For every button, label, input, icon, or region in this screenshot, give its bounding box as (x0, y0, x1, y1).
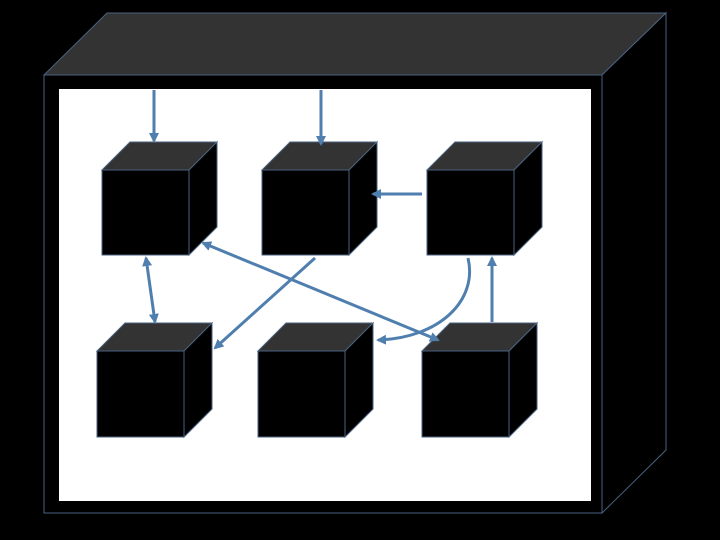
node-2-cube (260, 140, 379, 257)
node-6-cube (420, 321, 539, 439)
node-5-front-face (257, 350, 346, 438)
node-4-front-face (96, 350, 185, 438)
node-3-cube (425, 140, 544, 257)
node-4-cube (95, 321, 214, 439)
edge-node-1-node-4 (142, 256, 159, 324)
edge-layer (142, 90, 497, 350)
node-5-cube (256, 321, 375, 439)
node-1-front-face (101, 169, 190, 256)
container-top-face (42, 12, 668, 76)
edge-node-3-to-node-5 (376, 257, 471, 345)
container-side-face (601, 11, 667, 515)
node-1-cube (100, 140, 219, 257)
node-2-front-face (261, 169, 350, 256)
node-3-front-face (426, 169, 515, 256)
node-6-front-face (421, 350, 510, 438)
edge-node-1-node-6 (201, 241, 440, 342)
outer-container-cube (42, 11, 668, 515)
